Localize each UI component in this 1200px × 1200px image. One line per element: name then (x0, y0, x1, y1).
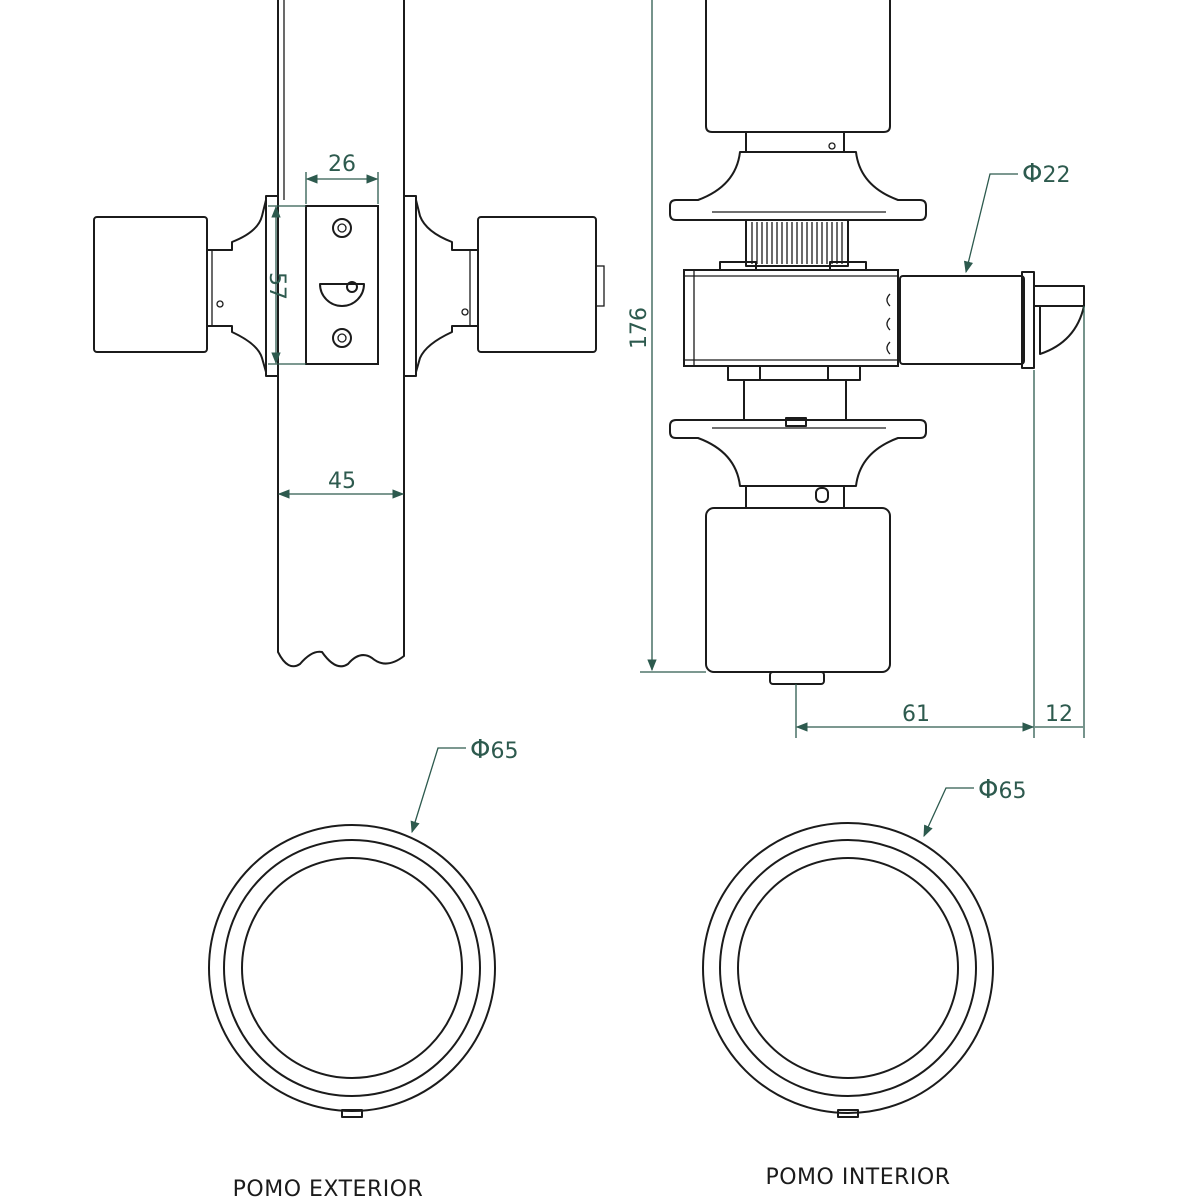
plate-screw-top-hole (337, 223, 347, 233)
lower-knob-button (769, 671, 825, 685)
exterior-knob-neck (207, 199, 267, 373)
interior-rose (403, 195, 417, 377)
lower-spindle-tab (785, 417, 807, 427)
lower-knob-neck (745, 485, 845, 509)
interior-knob-middle-ring (719, 839, 977, 1097)
latch-cylinder (899, 275, 1025, 365)
exterior-knob-outer-ring (208, 824, 496, 1112)
upper-knob-pin (828, 142, 836, 150)
plate-screw-bottom-hole (337, 333, 347, 343)
dim-phi22-leader (963, 173, 1018, 274)
dim-phi22-label: Φ22 (1022, 159, 1070, 189)
threaded-spindle (745, 219, 849, 267)
dim-45-label: 45 (328, 469, 356, 494)
upper-rose (669, 151, 927, 221)
dim-phi65-ext-leader (410, 747, 466, 834)
chassis-tab-top-left (719, 261, 757, 271)
knob-exterior-title: POMO EXTERIOR (233, 1177, 424, 1200)
interior-knob-button (837, 1109, 859, 1118)
interior-knob-pin (461, 308, 469, 316)
exterior-knob-front-view: Φ65 POMO EXTERIOR (208, 735, 518, 1200)
phi-symbol: Φ (1022, 159, 1042, 189)
exterior-knob-button (341, 1109, 363, 1118)
lower-knob-body (705, 507, 891, 673)
front-view: 26 57 45 (93, 0, 605, 668)
chassis-tab-bottom-left (727, 365, 761, 381)
dim-phi65-ext-value: 65 (490, 739, 518, 764)
dim-12-label: 12 (1045, 702, 1073, 727)
lower-rose (669, 419, 927, 487)
dim-phi65-int-label: Φ65 (978, 775, 1026, 805)
latch-bolt (1033, 285, 1085, 307)
interior-knob-outer-ring (702, 822, 994, 1114)
lower-knob-pin (815, 487, 829, 503)
lock-chassis (683, 269, 899, 367)
dim-phi22-value: 22 (1042, 163, 1070, 188)
dim-phi65-int-value: 65 (998, 779, 1026, 804)
dim-61-label: 61 (902, 702, 930, 727)
dim-phi65-ext-label: Φ65 (470, 735, 518, 765)
plate-screw-top (332, 218, 352, 238)
side-view: 176 Φ22 61 12 (627, 0, 1085, 738)
dim-57-label: 57 (264, 272, 289, 300)
phi-symbol: Φ (978, 775, 998, 805)
lower-spindle (743, 379, 847, 421)
exterior-knob-side (93, 216, 208, 353)
dim-26-label: 26 (328, 152, 356, 177)
chassis-tab-bottom-right (827, 365, 861, 381)
door-slab (277, 0, 405, 668)
interior-knob-side (477, 216, 597, 353)
interior-knob-front-view: Φ65 POMO INTERIOR (702, 775, 1026, 1190)
upper-knob-neck (745, 131, 845, 153)
chassis-tab-top-right (829, 261, 867, 271)
latch-bolt-cutout (319, 283, 365, 307)
upper-knob-body (705, 0, 891, 133)
chassis-clips (886, 293, 891, 355)
interior-knob-button (595, 265, 605, 307)
dim-phi65-int-leader (923, 787, 974, 838)
knob-interior-title: POMO INTERIOR (765, 1165, 950, 1190)
plate-screw-bottom (332, 328, 352, 348)
phi-symbol: Φ (470, 735, 490, 765)
exterior-knob-middle-ring (223, 839, 481, 1097)
latch-bolt-bevel (1039, 305, 1085, 355)
latch-flange (1021, 271, 1035, 369)
latch-bolt-pin (346, 281, 358, 293)
dim-176-label: 176 (627, 307, 652, 349)
interior-knob-neck (415, 199, 478, 373)
interior-knob-inner-ring (737, 857, 959, 1079)
exterior-knob-inner-ring (241, 857, 463, 1079)
exterior-knob-pin (216, 300, 224, 308)
